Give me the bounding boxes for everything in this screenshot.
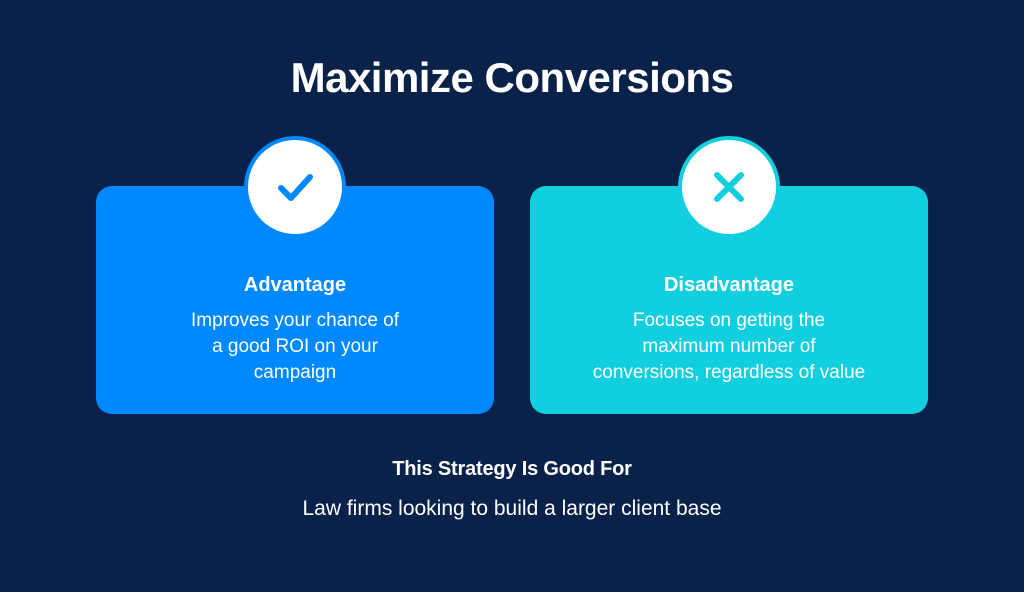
- advantage-body: Improves your chance of a good ROI on yo…: [181, 308, 409, 386]
- comparison-cards: Advantage Improves your chance of a good…: [96, 136, 928, 414]
- close-icon: [678, 136, 780, 238]
- disadvantage-body: Focuses on getting the maximum number of…: [583, 308, 875, 386]
- disadvantage-body-line-2: maximum number of: [642, 336, 816, 357]
- check-icon: [244, 136, 346, 238]
- disadvantage-heading: Disadvantage: [663, 274, 795, 296]
- advantage-body-line-2: a good ROI on your: [212, 336, 378, 357]
- disadvantage-body-line-1: Focuses on getting the: [632, 310, 826, 331]
- footer-section: This Strategy Is Good For Law firms look…: [0, 455, 1024, 523]
- advantage-heading: Advantage: [243, 274, 347, 296]
- disadvantage-body-line-3: conversions, regardless of value: [592, 362, 866, 383]
- advantage-body-line-3: campaign: [253, 362, 337, 383]
- page-title: Maximize Conversions: [290, 54, 734, 101]
- footer-subtitle: Law firms looking to build a larger clie…: [302, 497, 722, 520]
- footer-heading: This Strategy Is Good For: [392, 458, 632, 480]
- advantage-card: Advantage Improves your chance of a good…: [96, 136, 494, 414]
- advantage-body-line-1: Improves your chance of: [190, 310, 400, 331]
- disadvantage-card: Disadvantage Focuses on getting the maxi…: [530, 136, 928, 414]
